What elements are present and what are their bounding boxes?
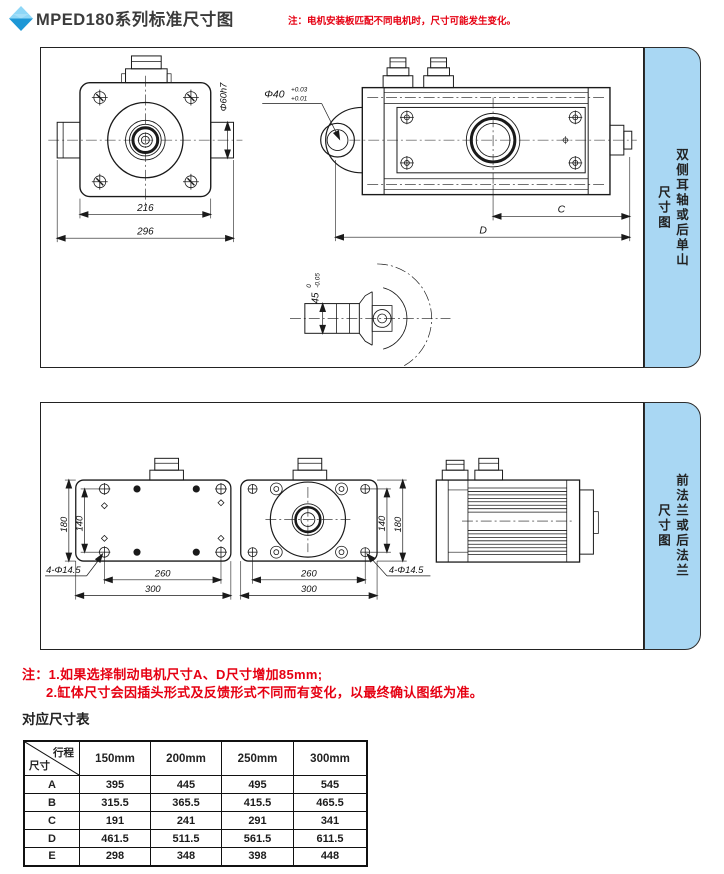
dim-300: 300 xyxy=(145,584,161,594)
dim-eye-tol-low: +0.01 xyxy=(291,96,308,103)
holes-label: 4-Φ14.5 xyxy=(46,565,81,575)
dim-140: 140 xyxy=(377,515,387,531)
cell: 395 xyxy=(79,775,151,794)
cell: 298 xyxy=(79,847,151,866)
side-tab-sublabel: 尺寸图 xyxy=(656,185,670,230)
holes-label: 4-Φ14.5 xyxy=(389,565,424,575)
dim-260: 260 xyxy=(154,568,171,578)
cell: 495 xyxy=(221,775,294,794)
page-title: MPED180系列标准尺寸图 xyxy=(36,11,234,29)
motor-side-view xyxy=(435,457,599,563)
col-header: 300mm xyxy=(293,740,368,776)
dim-d: D xyxy=(479,225,487,236)
diamond-logo-icon xyxy=(9,6,33,31)
cell: 545 xyxy=(293,775,368,794)
table-header-row: 行程 尺寸 150mm 200mm 250mm 300mm xyxy=(23,740,368,776)
cell: 365.5 xyxy=(150,793,222,812)
panel-flange-side-tab: 前法兰或后法兰 尺寸图 xyxy=(644,402,701,650)
rear-flange-view: 180 140 260 300 4-Φ14.5 xyxy=(45,457,233,600)
cell: 465.5 xyxy=(293,793,368,812)
corner-label-stroke: 行程 xyxy=(53,747,74,759)
panel-flange-drawing: 180 140 260 300 4-Φ14.5 xyxy=(40,402,644,650)
dim-pin: 45 xyxy=(311,292,322,304)
cell: 191 xyxy=(79,811,151,830)
cell: 398 xyxy=(221,847,294,866)
corner-cell: 行程 尺寸 xyxy=(23,740,80,776)
front-view: 216 296 Φ60h7 xyxy=(48,55,243,243)
cell: 315.5 xyxy=(79,793,151,812)
cell: 341 xyxy=(293,811,368,830)
dim-180: 180 xyxy=(393,516,403,532)
dim-180: 180 xyxy=(59,516,69,532)
dim-260: 260 xyxy=(300,568,317,578)
col-header: 250mm xyxy=(221,740,294,776)
cell: 415.5 xyxy=(221,793,294,812)
col-header: 150mm xyxy=(79,740,151,776)
table-row: A 395 445 495 545 xyxy=(23,775,368,794)
cell: 561.5 xyxy=(221,829,294,848)
dim-pin-tol-up: 0 xyxy=(306,284,313,288)
row-label: B xyxy=(23,793,80,812)
side-view: Φ40 +0.03 +0.01 C D xyxy=(262,57,637,242)
row-label: D xyxy=(23,829,80,848)
dim-pin-tol-low: -0.05 xyxy=(315,273,322,288)
flange-drawing-svg: 180 140 260 300 4-Φ14.5 xyxy=(45,457,599,600)
header-note: 注：电机安装板匹配不同电机时，尺寸可能发生变化。 xyxy=(288,16,517,27)
table-row: E 298 348 398 448 xyxy=(23,847,368,866)
corner-label-size: 尺寸 xyxy=(29,760,50,772)
cell: 445 xyxy=(150,775,222,794)
size-table: 行程 尺寸 150mm 200mm 250mm 300mm A 395 445 … xyxy=(23,740,368,867)
col-header: 200mm xyxy=(150,740,222,776)
dim-eye-tol-up: +0.03 xyxy=(291,87,308,94)
side-tab-label: 双侧耳轴或后单山 xyxy=(674,147,688,268)
row-label: A xyxy=(23,775,80,794)
side-tab-sublabel: 尺寸图 xyxy=(656,503,670,549)
row-label: C xyxy=(23,811,80,830)
side-tab-label: 前法兰或后法兰 xyxy=(674,473,688,579)
cell: 461.5 xyxy=(79,829,151,848)
cell: 348 xyxy=(150,847,222,866)
table-row: D 461.5 511.5 561.5 611.5 xyxy=(23,829,368,848)
dim-c: C xyxy=(558,204,566,215)
panel-trunnion-drawing: 216 296 Φ60h7 xyxy=(40,47,644,368)
cell: 291 xyxy=(221,811,294,830)
table-row: B 315.5 365.5 415.5 465.5 xyxy=(23,793,368,812)
dim-296: 296 xyxy=(136,227,154,238)
pin-section-view: 45 0 -0.05 xyxy=(289,263,451,366)
corner-diagonal xyxy=(25,742,79,775)
front-flange-view: 140 180 260 300 4-Φ14.5 xyxy=(239,457,431,600)
dim-216: 216 xyxy=(136,203,154,214)
cell: 448 xyxy=(293,847,368,866)
note-line-2: 2.缸体尺寸会因插头形式及反馈形式不同而有变化，以最终确认图纸为准。 xyxy=(46,685,484,700)
dim-140: 140 xyxy=(75,515,85,531)
trunnion-drawing-svg: 216 296 Φ60h7 xyxy=(48,55,637,366)
panel-trunnion-side-tab: 双侧耳轴或后单山 尺寸图 xyxy=(644,47,701,368)
row-label: E xyxy=(23,847,80,866)
note-line-1: 注：1.如果选择制动电机尺寸A、D尺寸增加85mm; xyxy=(22,667,323,682)
table-row: C 191 241 291 341 xyxy=(23,811,368,830)
dim-shaft: Φ60h7 xyxy=(218,82,229,112)
cell: 611.5 xyxy=(293,829,368,848)
size-table-title: 对应尺寸表 xyxy=(22,712,90,727)
cell: 511.5 xyxy=(150,829,222,848)
dim-eye: Φ40 xyxy=(264,90,284,101)
cell: 241 xyxy=(150,811,222,830)
dim-300: 300 xyxy=(301,584,317,594)
